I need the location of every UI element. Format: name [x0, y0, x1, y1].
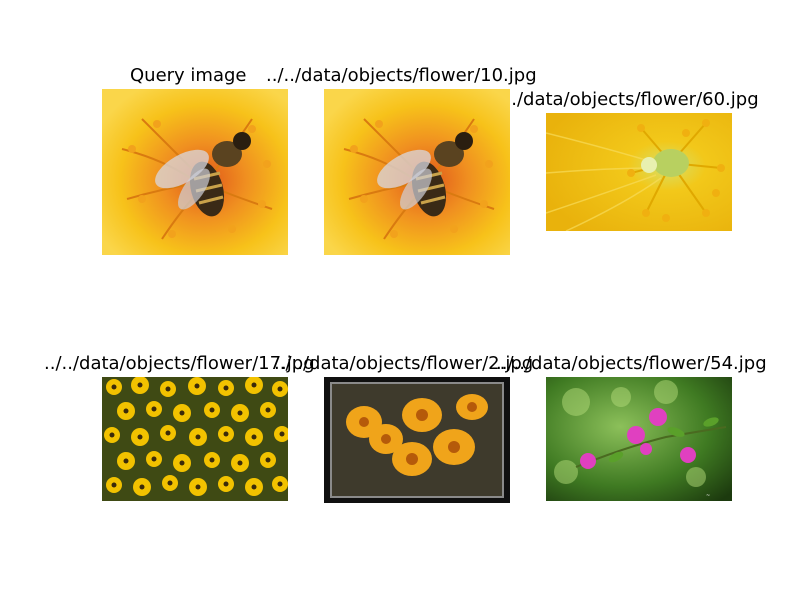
query-image: [102, 89, 288, 255]
result-2-caption: ../../data/objects/flower/60.jpg: [488, 89, 759, 110]
result-4-caption: ../../data/objects/flower/2.jpg: [274, 353, 534, 374]
result-2-image: [546, 113, 732, 231]
result-4-image: [324, 377, 510, 503]
result-3-caption: ../../data/objects/flower/17.jpg: [44, 353, 315, 374]
result-3-image: [102, 377, 288, 501]
query-caption: Query image: [130, 65, 247, 86]
result-1-image: [324, 89, 510, 255]
result-5-caption: ../../data/objects/flower/54.jpg: [496, 353, 767, 374]
result-5-image: ~: [546, 377, 732, 501]
svg-text:~: ~: [706, 493, 710, 499]
result-1-caption: ../../data/objects/flower/10.jpg: [266, 65, 537, 86]
